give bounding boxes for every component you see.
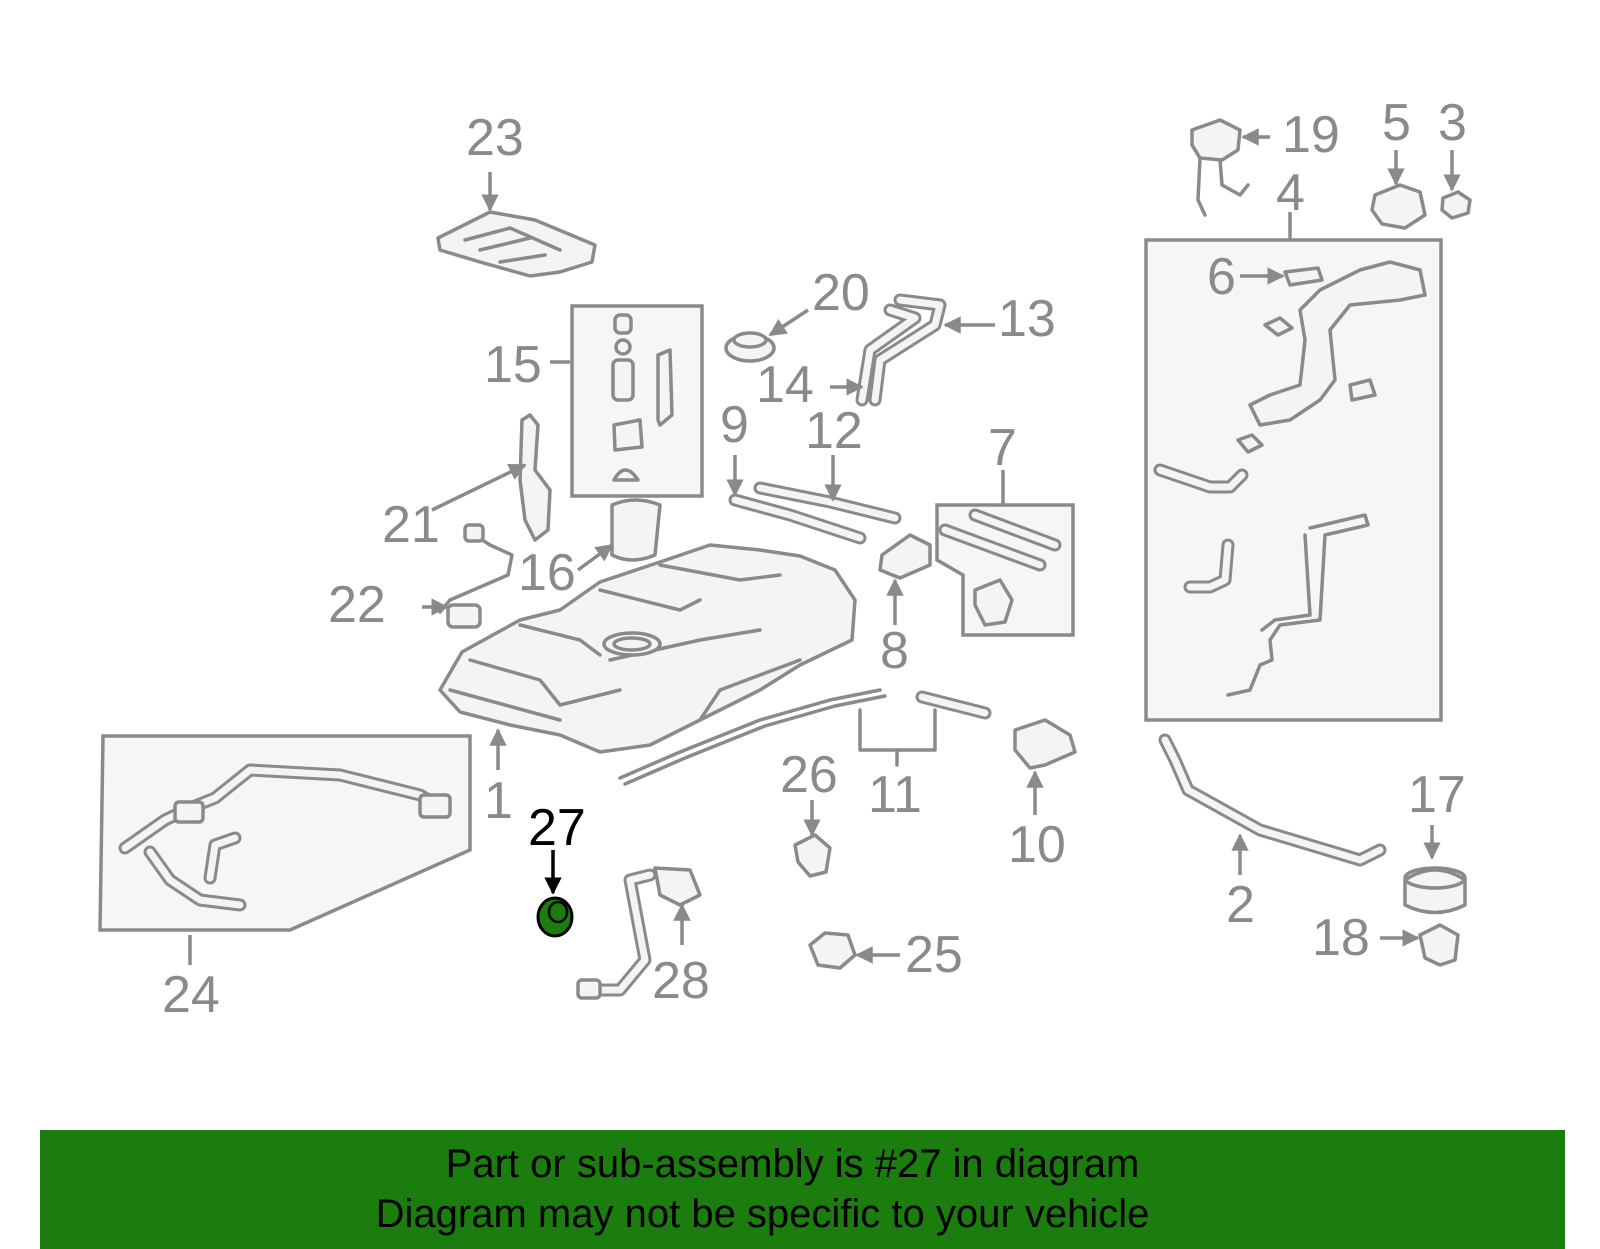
box-15 — [570, 304, 704, 498]
part-4-hose-2-inner — [1186, 541, 1232, 591]
part-11-hose-inner — [918, 693, 989, 717]
part-15-bracket — [612, 418, 644, 452]
part-4-hose-1-inner — [1156, 466, 1246, 491]
callout-20[interactable]: 20 — [812, 264, 870, 322]
part-18-gasket[interactable] — [1418, 923, 1460, 967]
callout-24[interactable]: 24 — [162, 966, 220, 1024]
part-24-end — [418, 793, 452, 819]
callout-25[interactable]: 25 — [905, 926, 963, 984]
part-23-shield[interactable] — [436, 210, 597, 278]
part-20-grommet-top — [732, 331, 768, 349]
part-11-line[interactable] — [618, 688, 882, 780]
part-7-rod-1-inner — [971, 511, 1059, 549]
part-1-filler-ring-inner — [612, 636, 652, 652]
part-1-detail — [448, 563, 802, 722]
callout-14[interactable]: 14 — [756, 356, 814, 414]
part-2-strap-inner — [1161, 736, 1384, 864]
part-17-cap[interactable] — [1403, 868, 1467, 915]
part-10-valve[interactable] — [1013, 718, 1077, 770]
part-27-grommet-ring — [547, 900, 569, 924]
part-15-ring — [614, 338, 632, 356]
part-5-cap[interactable] — [1370, 183, 1427, 230]
callout-21[interactable]: 21 — [382, 496, 440, 554]
callout-26[interactable]: 26 — [780, 746, 838, 804]
info-banner: Part or sub-assembly is #27 in diagram D… — [40, 1130, 1565, 1249]
part-22-harness[interactable] — [438, 530, 514, 614]
part-11-line-b — [623, 694, 887, 786]
callout-22[interactable]: 22 — [328, 576, 386, 634]
callout-labels: 23 15 20 13 14 9 12 7 21 16 22 8 1 26 11… — [162, 94, 1467, 1024]
callout-15[interactable]: 15 — [484, 336, 542, 394]
callout-4[interactable]: 4 — [1276, 164, 1305, 222]
callout-28[interactable]: 28 — [652, 952, 710, 1010]
callout-5[interactable]: 5 — [1382, 94, 1411, 152]
part-4-small-2 — [1348, 378, 1377, 402]
part-22-connector — [446, 603, 482, 629]
callout-27[interactable]: 27 — [528, 799, 586, 857]
part-15-strainer — [612, 468, 640, 482]
part-13-hose-inner — [871, 296, 944, 404]
part-15-pump — [611, 358, 635, 402]
banner-line-2: Diagram may not be specific to your vehi… — [375, 1192, 1150, 1236]
part-14-hose-inner — [858, 306, 919, 404]
part-28-plug — [576, 978, 602, 1000]
part-9-hose-inner — [731, 496, 864, 542]
part-12-hose-inner — [756, 484, 899, 522]
part-2-strap[interactable] — [1158, 733, 1387, 867]
part-24-tube-2-inner — [146, 848, 244, 909]
part-3-grommet[interactable] — [1440, 190, 1472, 220]
callout-1[interactable]: 1 — [484, 772, 513, 830]
callout-9[interactable]: 9 — [720, 396, 749, 454]
part-7-valve[interactable] — [973, 578, 1014, 627]
part-16-reservoir[interactable] — [610, 498, 662, 562]
part-4-lines — [1226, 513, 1370, 697]
part-19-hose — [1196, 156, 1250, 217]
part-4-small-3 — [1236, 433, 1264, 454]
part-21-sender[interactable] — [518, 413, 552, 542]
callout-16[interactable]: 16 — [518, 544, 576, 602]
callout-13[interactable]: 13 — [998, 290, 1056, 348]
part-26-clip[interactable] — [793, 833, 832, 878]
part-24-tube-inner — [121, 766, 449, 852]
callout-7[interactable]: 7 — [988, 419, 1017, 477]
callout-3[interactable]: 3 — [1438, 94, 1467, 152]
callout-11[interactable]: 11 — [868, 766, 922, 824]
part-15-cap — [613, 313, 633, 335]
part-23-detail — [463, 226, 562, 264]
part-28-bracket — [653, 866, 702, 907]
banner-line-1: Part or sub-assembly is #27 in diagram — [445, 1142, 1140, 1186]
callout-12[interactable]: 12 — [805, 402, 863, 460]
part-7-rod-2-inner — [941, 526, 1044, 569]
part-24-hose-inner — [206, 834, 239, 882]
part-24-block — [173, 800, 205, 824]
part-15-sender — [656, 348, 674, 427]
callout-10[interactable]: 10 — [1008, 816, 1066, 874]
part-17-cap-top — [1403, 866, 1467, 890]
callout-18[interactable]: 18 — [1312, 909, 1370, 967]
callout-2[interactable]: 2 — [1226, 876, 1255, 934]
part-19-breather[interactable] — [1190, 118, 1242, 162]
part-28-harness-inner — [591, 871, 654, 994]
leader-lines — [188, 128, 1461, 965]
part-4-filler-neck[interactable] — [1248, 260, 1427, 427]
part-8-bracket[interactable] — [878, 533, 932, 580]
part-25-valve[interactable] — [808, 931, 857, 970]
part-4-clip — [1283, 266, 1324, 287]
part-4-small-1 — [1263, 316, 1294, 337]
callout-19[interactable]: 19 — [1282, 106, 1340, 164]
callout-8[interactable]: 8 — [880, 622, 909, 680]
callout-6[interactable]: 6 — [1207, 248, 1236, 306]
callout-23[interactable]: 23 — [466, 109, 524, 167]
part-22-plug — [463, 523, 485, 543]
callout-17[interactable]: 17 — [1408, 766, 1466, 824]
part-11-bracket — [858, 708, 937, 752]
